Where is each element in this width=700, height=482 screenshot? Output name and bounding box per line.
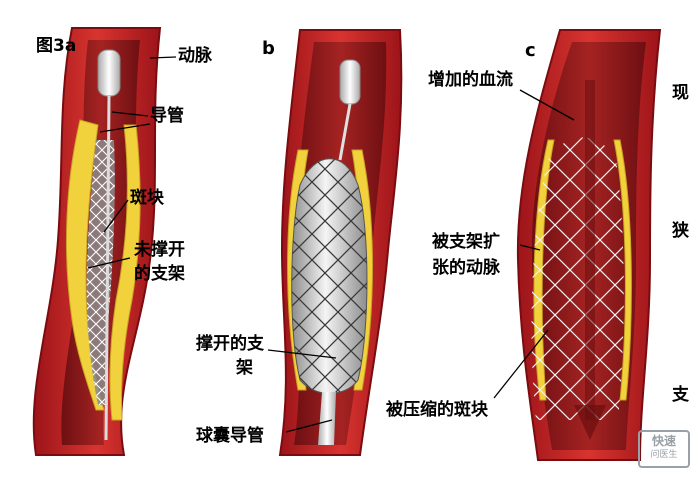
label-unexpanded-stent-2: 的支架 xyxy=(134,264,185,284)
label-catheter: 导管 xyxy=(150,106,184,126)
panel-c-artery xyxy=(516,29,662,461)
label-expanded-artery-1: 被支架扩 xyxy=(432,232,500,252)
watermark-logo: 快速 问医生 xyxy=(638,430,690,468)
panel-letter-c: c xyxy=(525,40,536,61)
edge-char-3: 支 xyxy=(672,385,689,405)
panel-letter-b: b xyxy=(262,38,275,59)
label-unexpanded-stent-1: 未撑开 xyxy=(134,240,185,260)
panel-a-artery xyxy=(32,27,162,456)
panel-b-artery xyxy=(278,29,403,456)
label-expanded-stent-2: 架 xyxy=(236,358,253,378)
watermark-line-2: 问医生 xyxy=(650,450,678,460)
label-plaque: 斑块 xyxy=(130,188,164,208)
label-expanded-stent-1: 撑开的支 xyxy=(196,334,264,354)
edge-char-1: 现 xyxy=(672,83,689,103)
label-increased-flow: 增加的血流 xyxy=(428,70,513,90)
label-artery: 动脉 xyxy=(178,46,212,66)
edge-char-2: 狭 xyxy=(672,221,689,241)
watermark-line-1: 快速 xyxy=(651,434,676,448)
label-expanded-artery-2: 张的动脉 xyxy=(432,258,500,278)
label-compressed-plaque: 被压缩的斑块 xyxy=(386,400,488,420)
leader-lines xyxy=(87,56,575,433)
figure-label: 图3a xyxy=(36,36,77,56)
label-balloon-catheter: 球囊导管 xyxy=(196,426,264,446)
